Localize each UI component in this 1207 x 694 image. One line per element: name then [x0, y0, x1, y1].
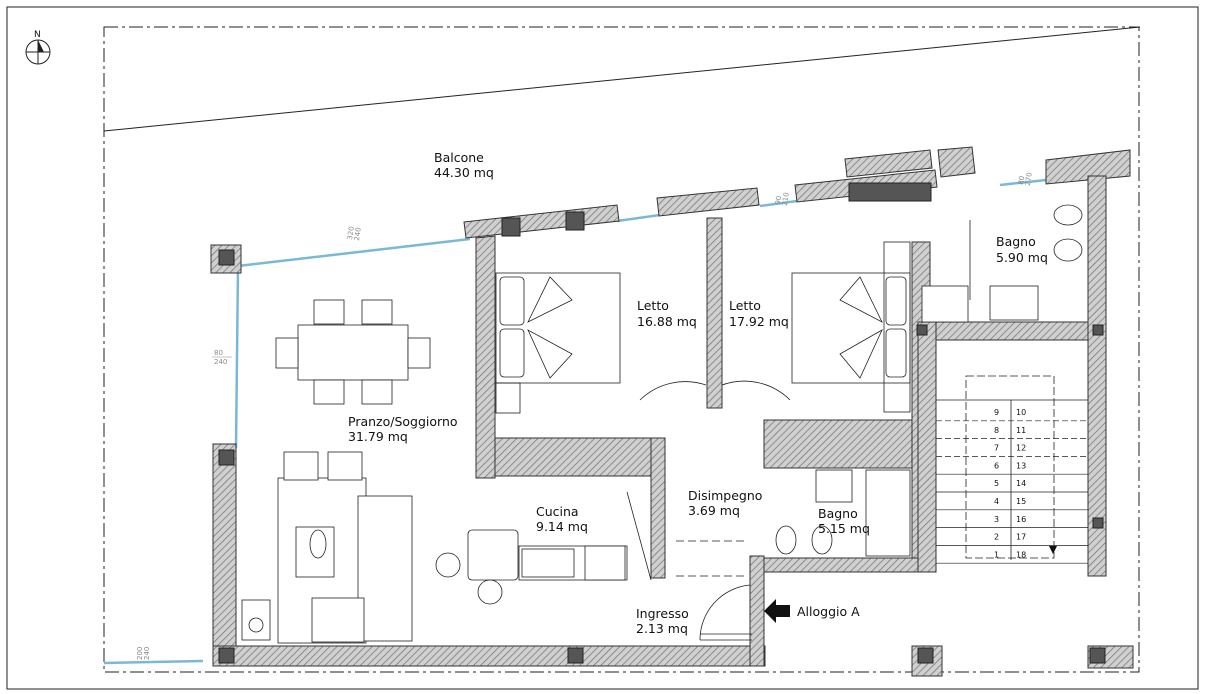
stair-step-number: 17: [1016, 533, 1026, 542]
stair-step-number: 18: [1016, 550, 1026, 559]
door-swings: [639, 380, 791, 641]
letto1-area: 16.88 mq: [637, 314, 697, 329]
bagno1-area: 5.90 mq: [996, 250, 1048, 265]
disimpegno-name: Disimpegno: [688, 488, 762, 503]
stair-step-number: 9: [994, 408, 999, 417]
balcone-name: Balcone: [434, 150, 484, 165]
letto1-name: Letto: [637, 298, 669, 313]
plot-boundary: [103, 26, 1140, 673]
dining-table: [275, 299, 431, 405]
svg-text:240: 240: [143, 647, 151, 660]
balcone-area: 44.30 mq: [434, 165, 494, 180]
svg-text:80: 80: [1017, 175, 1026, 185]
north-letter: N: [34, 30, 41, 40]
stair-step-number: 4: [994, 497, 999, 506]
stair-step-number: 7: [994, 444, 999, 453]
svg-text:200: 200: [136, 647, 144, 660]
stair-step-number: 5: [994, 479, 999, 488]
cucina-name: Cucina: [536, 504, 579, 519]
stair-step-number: 11: [1016, 426, 1026, 435]
bagno1-name: Bagno: [996, 234, 1036, 249]
bathroom-2-fixtures: [775, 469, 911, 557]
window-dim-5: 200 240: [136, 647, 151, 660]
window-dim-4: 80 240: [212, 349, 232, 366]
ingresso-name: Ingresso: [636, 606, 689, 621]
stair-step-number: 14: [1016, 479, 1026, 488]
bagno2-name: Bagno: [818, 506, 858, 521]
pranzo-name: Pranzo/Soggiorno: [348, 414, 458, 429]
svg-text:210: 210: [781, 192, 791, 206]
living-sofa: [241, 451, 413, 644]
stair-step-number: 8: [994, 426, 999, 435]
stair-direction-icon: [1049, 546, 1057, 554]
svg-text:240: 240: [353, 227, 363, 241]
entrance-arrow-icon: [764, 599, 790, 623]
room-labels: Balcone 44.30 mq Letto 16.88 mq Letto 17…: [348, 150, 1048, 636]
bagno2-area: 5.15 mq: [818, 521, 870, 536]
stair-outline: [936, 375, 1088, 559]
wardrobes: [495, 241, 911, 414]
letto2-area: 17.92 mq: [729, 314, 789, 329]
bathroom-1-fixtures: [921, 204, 1083, 323]
bed-2: [791, 272, 911, 384]
north-arrow-icon: N: [25, 30, 51, 65]
svg-text:80: 80: [214, 349, 223, 357]
stair-step-number: 3: [994, 515, 999, 524]
pillars: [218, 182, 1106, 664]
staircase: 9 10 8 11 7 12 6 13 5 14 4 15 3 16 2 17 1 18: [936, 400, 1088, 564]
balcony-railing: [103, 178, 1047, 665]
stair-step-number: 16: [1016, 515, 1026, 524]
drawing-frame: [6, 6, 1199, 690]
stair-step-number: 1: [994, 550, 999, 559]
svg-text:270: 270: [1024, 172, 1034, 186]
stair-step-number: 13: [1016, 461, 1026, 470]
window-dim-2: 90 210: [774, 192, 791, 206]
kitchen-counter: [435, 491, 652, 605]
entrance-label: Alloggio A: [797, 604, 860, 619]
window-dim-1: 320 240: [346, 226, 363, 241]
walls: [210, 146, 1134, 677]
letto2-name: Letto: [729, 298, 761, 313]
stair-step-number: 15: [1016, 497, 1026, 506]
property-line: [103, 26, 1141, 132]
window-dim-3: 80 270: [1017, 172, 1034, 186]
stair-step-number: 12: [1016, 444, 1026, 453]
pranzo-area: 31.79 mq: [348, 429, 408, 444]
stair-step-number: 10: [1016, 408, 1026, 417]
disimpegno-area: 3.69 mq: [688, 503, 740, 518]
bed-1: [495, 272, 621, 384]
ingresso-area: 2.13 mq: [636, 621, 688, 636]
cucina-area: 9.14 mq: [536, 519, 588, 534]
svg-text:240: 240: [214, 358, 227, 366]
svg-text:90: 90: [774, 195, 783, 205]
svg-text:320: 320: [346, 226, 356, 240]
stair-step-number: 2: [994, 533, 999, 542]
stair-step-number: 6: [994, 461, 999, 470]
